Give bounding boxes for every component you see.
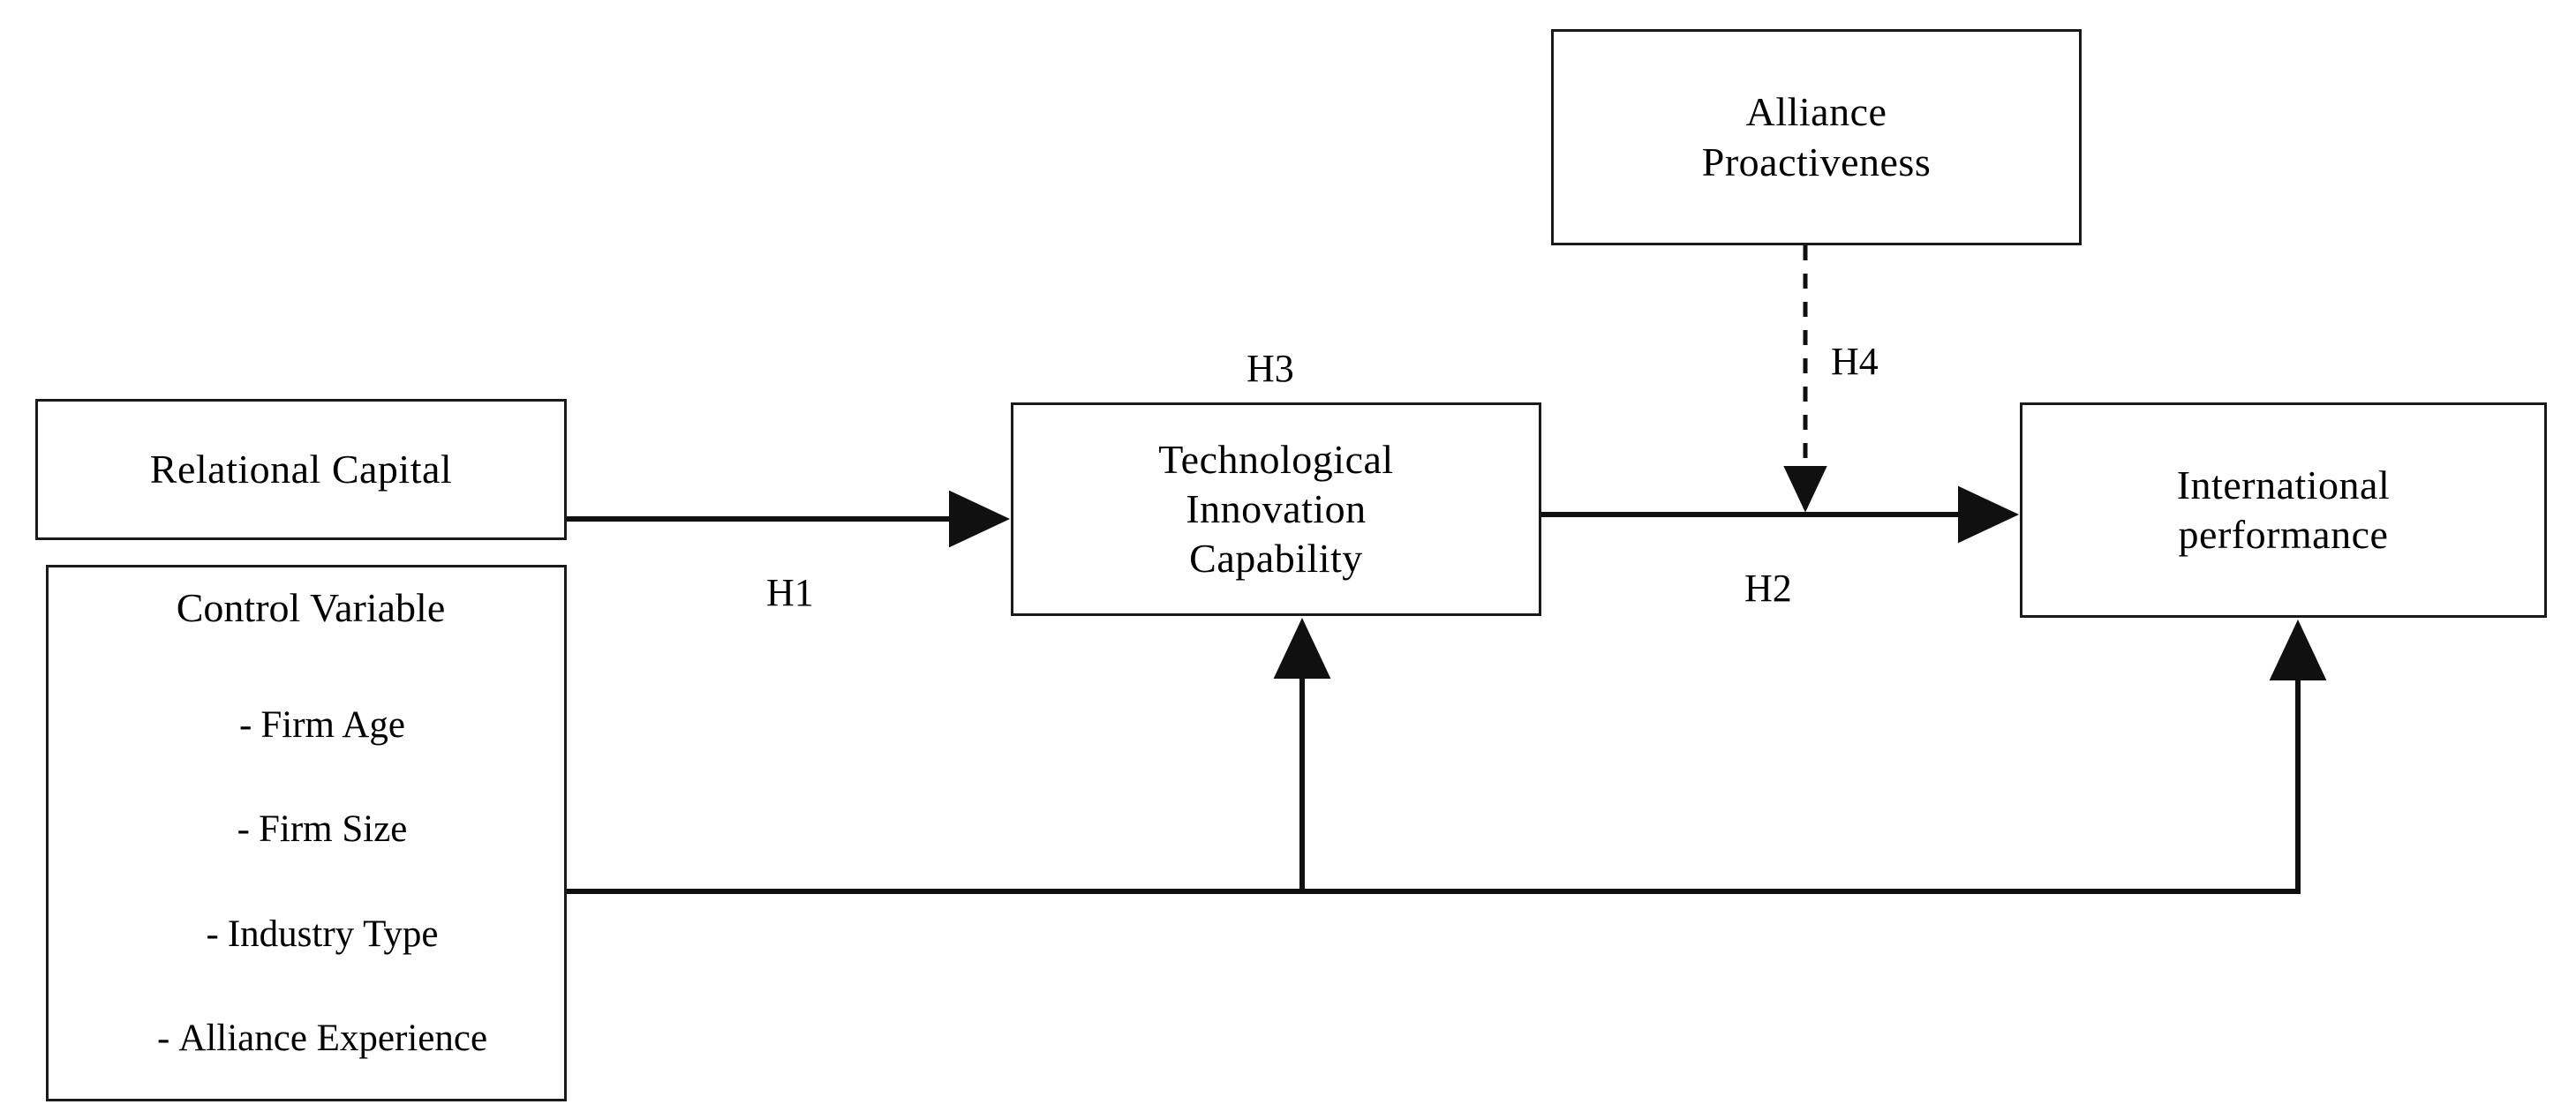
list-bullet: - xyxy=(237,808,250,851)
edge-control-to-tic xyxy=(567,618,1331,894)
list-item: -Degree of Internationalization xyxy=(80,1065,564,1112)
list-item: -Alliance Experience xyxy=(80,960,564,1065)
list-bullet: - xyxy=(239,703,252,746)
node-relational-capital[interactable]: Relational Capital xyxy=(35,399,567,540)
list-bullet: - xyxy=(156,1018,170,1060)
edge-label-h2: H2 xyxy=(1744,567,1792,610)
node-technological-innovation-capability-label: Technological Innovation Capability xyxy=(1158,436,1394,582)
list-item: -Firm Size xyxy=(80,751,564,856)
list-item: -Firm Age xyxy=(80,646,564,751)
list-item-label: Firm Age xyxy=(260,703,405,746)
edge-label-h4: H4 xyxy=(1831,340,1879,383)
control-variable-list: -Firm Age -Firm Size -Industry Type -All… xyxy=(49,646,564,1112)
list-bullet: - xyxy=(206,913,219,955)
list-item-label: Alliance Experience xyxy=(178,1018,488,1060)
node-alliance-proactiveness[interactable]: Alliance Proactiveness xyxy=(1551,29,2082,245)
list-item: -Industry Type xyxy=(80,856,564,961)
node-technological-innovation-capability[interactable]: Technological Innovation Capability xyxy=(1011,402,1541,616)
node-alliance-proactiveness-label: Alliance Proactiveness xyxy=(1701,89,1932,184)
edge-label-h1: H1 xyxy=(766,571,814,614)
edge-label-h3: H3 xyxy=(1247,347,1294,390)
list-item-label: Firm Size xyxy=(258,808,408,851)
node-international-performance[interactable]: International performance xyxy=(2020,402,2547,618)
node-relational-capital-label: Relational Capital xyxy=(149,446,453,492)
edge-control-to-performance xyxy=(567,620,2327,894)
node-international-performance-label: International performance xyxy=(2176,462,2391,557)
control-variable-title: Control Variable xyxy=(176,585,446,630)
list-item-label: Industry Type xyxy=(227,913,439,955)
node-control-variable[interactable]: Control Variable -Firm Age -Firm Size -I… xyxy=(46,565,567,1101)
